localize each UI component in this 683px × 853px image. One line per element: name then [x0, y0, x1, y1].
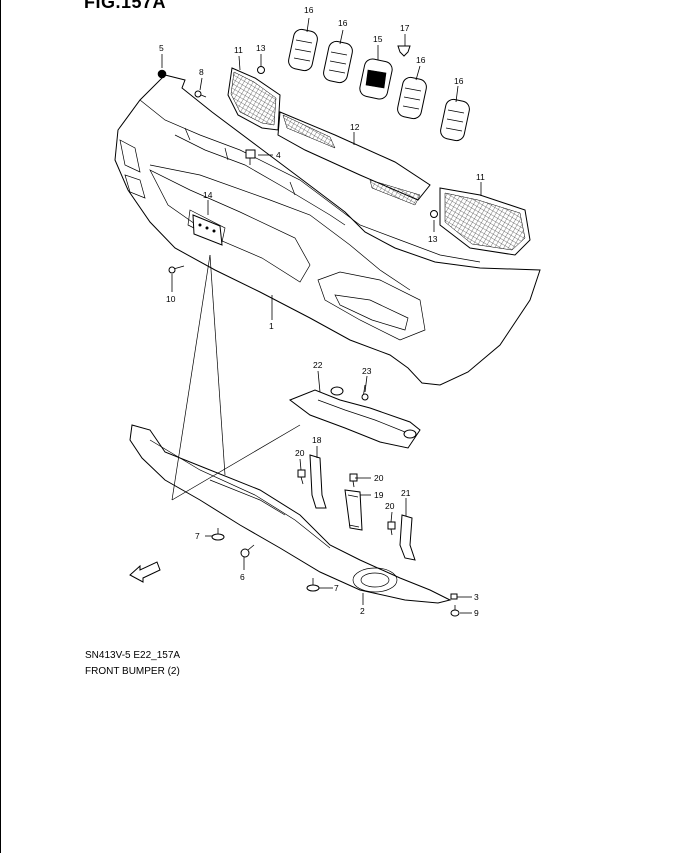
- page-left-border: [0, 0, 1, 853]
- callout-21: 21: [401, 488, 411, 498]
- front-direction-arrow-icon: [129, 561, 161, 583]
- callout-16: 16: [304, 5, 314, 15]
- callout-7: 7: [334, 583, 339, 593]
- nut-5: [157, 69, 167, 79]
- nut-13-left: [257, 66, 265, 74]
- callout-20: 20: [385, 501, 395, 511]
- callout-3: 3: [474, 592, 479, 602]
- left-grille-insert: [227, 67, 281, 131]
- front-bumper-lower-spoiler: [129, 424, 452, 604]
- callout-15: 15: [373, 34, 383, 44]
- grille-bar-4: [440, 98, 470, 142]
- leader-lines: [161, 17, 482, 614]
- callout-16: 16: [338, 18, 348, 28]
- bracket-21: [399, 514, 416, 561]
- nut-13-right: [430, 210, 438, 218]
- callout-16: 16: [454, 76, 464, 86]
- callout-10: 10: [166, 294, 176, 304]
- callout-13: 13: [428, 234, 438, 244]
- callout-20: 20: [374, 473, 384, 483]
- callout-17: 17: [400, 23, 410, 33]
- callout-5: 5: [159, 43, 164, 53]
- callout-6: 6: [240, 572, 245, 582]
- callout-22: 22: [313, 360, 323, 370]
- figure-code: SN413V-5 E22_157A: [85, 650, 181, 661]
- callout-23: 23: [362, 366, 372, 376]
- callout-11: 11: [234, 45, 243, 55]
- callout-16: 16: [416, 55, 426, 65]
- right-grille-insert: [439, 187, 531, 256]
- screw-6: [240, 544, 255, 558]
- callout-1: 1: [269, 321, 274, 331]
- bracket-19: [344, 489, 363, 531]
- callout-14: 14: [203, 190, 213, 200]
- bracket-18: [309, 454, 327, 509]
- callout-8: 8: [199, 67, 204, 77]
- assembly-guide-lines: [171, 254, 301, 501]
- clip-7-left: [211, 528, 225, 541]
- screw-10: [168, 265, 185, 274]
- callout-2: 2: [360, 606, 365, 616]
- clip-7-right: [306, 578, 320, 592]
- callout-18: 18: [312, 435, 322, 445]
- callout-13: 13: [256, 43, 266, 53]
- callout-11: 11: [476, 172, 485, 182]
- figure-title: FIG.157A: [84, 0, 167, 12]
- callout-12: 12: [350, 122, 360, 132]
- bracket-14: [192, 214, 223, 246]
- clip-17: [397, 45, 411, 57]
- center-grille-mesh: [277, 111, 431, 206]
- callout-labels: 16 16 15 17 16 16 5 11 13 8 12 4 11 14 1…: [159, 5, 485, 618]
- callout-20: 20: [295, 448, 305, 458]
- bolt-4: [245, 149, 256, 165]
- bolt-20-c: [387, 521, 396, 536]
- callout-7: 7: [195, 531, 200, 541]
- grille-bar-1: [288, 28, 318, 72]
- callout-19: 19: [374, 490, 384, 500]
- grille-bar-2: [323, 40, 353, 84]
- front-bumper-cover: [114, 74, 541, 386]
- callout-4: 4: [276, 150, 281, 160]
- under-cover-22: [288, 386, 421, 449]
- figure-name: FRONT BUMPER (2): [85, 666, 180, 677]
- grille-bar-3: [397, 76, 427, 120]
- clip-9: [450, 605, 460, 617]
- bolt-20-a: [297, 469, 306, 485]
- callout-9: 9: [474, 608, 479, 618]
- grille-emblem: [359, 58, 393, 100]
- screw-8: [194, 90, 207, 98]
- nut-3: [450, 593, 458, 600]
- bolt-20-b: [349, 473, 358, 488]
- screw-23: [361, 384, 369, 401]
